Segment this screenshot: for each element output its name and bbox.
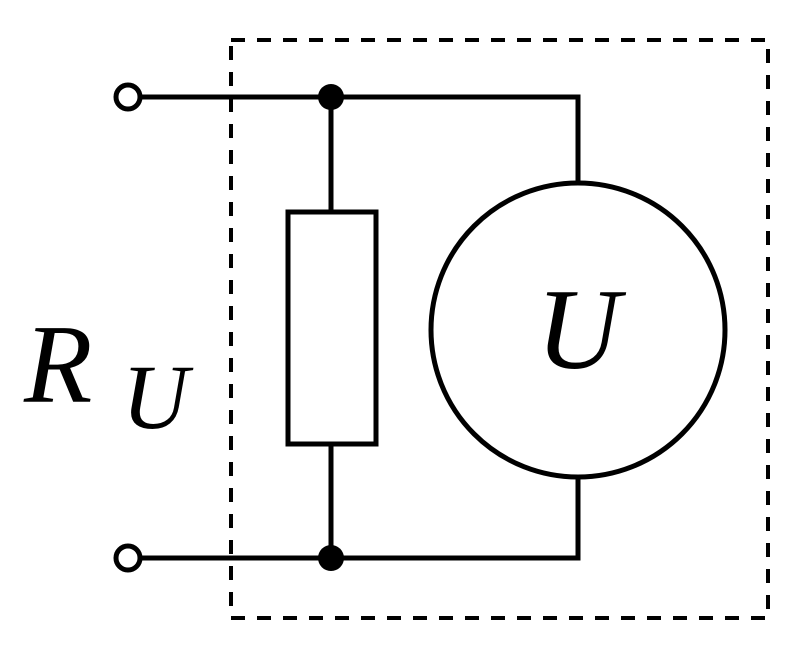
top-wire: [136, 94, 581, 183]
internal-resistor: [285, 209, 379, 447]
resistance-label-main: R: [23, 303, 92, 427]
terminal-bottom: [113, 543, 143, 573]
junction-top: [318, 84, 344, 110]
bottom-wire: [136, 477, 581, 561]
dashed-enclosure: [229, 38, 770, 620]
resistance-label-subscript: U: [122, 346, 194, 448]
junction-bottom: [318, 545, 344, 571]
voltage-source-circle: [428, 180, 728, 480]
source-symbol: U: [536, 266, 627, 394]
terminal-top: [113, 82, 143, 112]
